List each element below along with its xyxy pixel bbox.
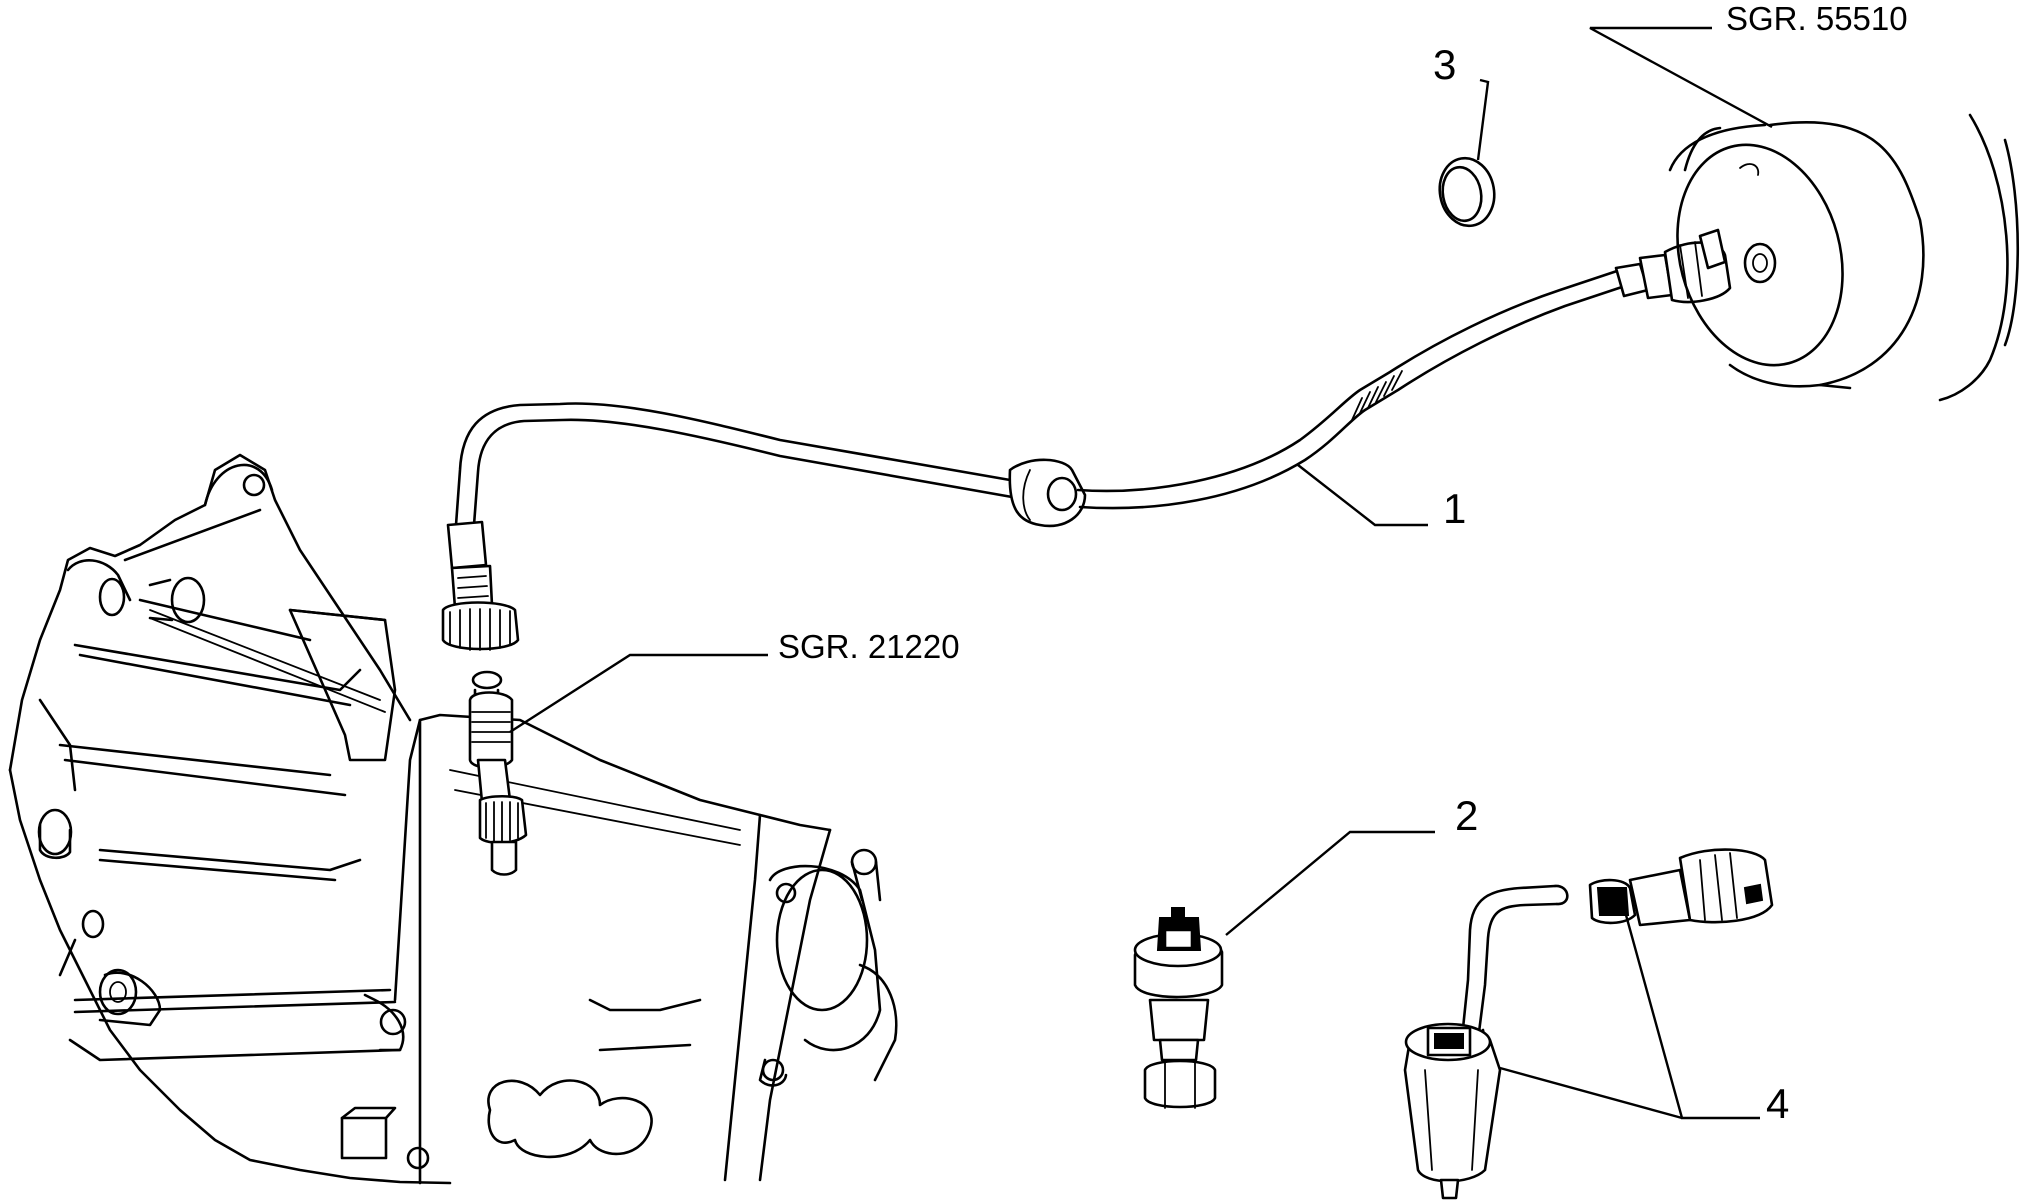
cap (1438, 156, 1496, 228)
reference-sgr-55510: SGR. 55510 (1726, 0, 1908, 37)
speedometer-cable (441, 228, 1732, 651)
leader-4a (1499, 1066, 1683, 1120)
leader-sgr-55510 (1589, 26, 1773, 129)
leader-3 (1476, 78, 1490, 161)
leader-1 (1297, 464, 1428, 527)
leader-2 (1225, 830, 1435, 936)
callout-2: 2 (1455, 792, 1479, 839)
driven-gear (468, 670, 528, 876)
leader-sgr-21220 (509, 653, 768, 734)
leader-4b (1624, 914, 1760, 1120)
callout-3: 3 (1433, 41, 1457, 88)
callout-1: 1 (1443, 485, 1467, 532)
leader-lines (509, 26, 1773, 1120)
instrument-housing (1668, 113, 2019, 402)
reference-sgr-21220: SGR. 21220 (778, 628, 960, 665)
callout-4: 4 (1766, 1080, 1790, 1127)
speed-sensor (1133, 907, 1224, 1109)
sensor-with-wiring (1403, 848, 1774, 1200)
gearbox-housing (8, 453, 898, 1185)
